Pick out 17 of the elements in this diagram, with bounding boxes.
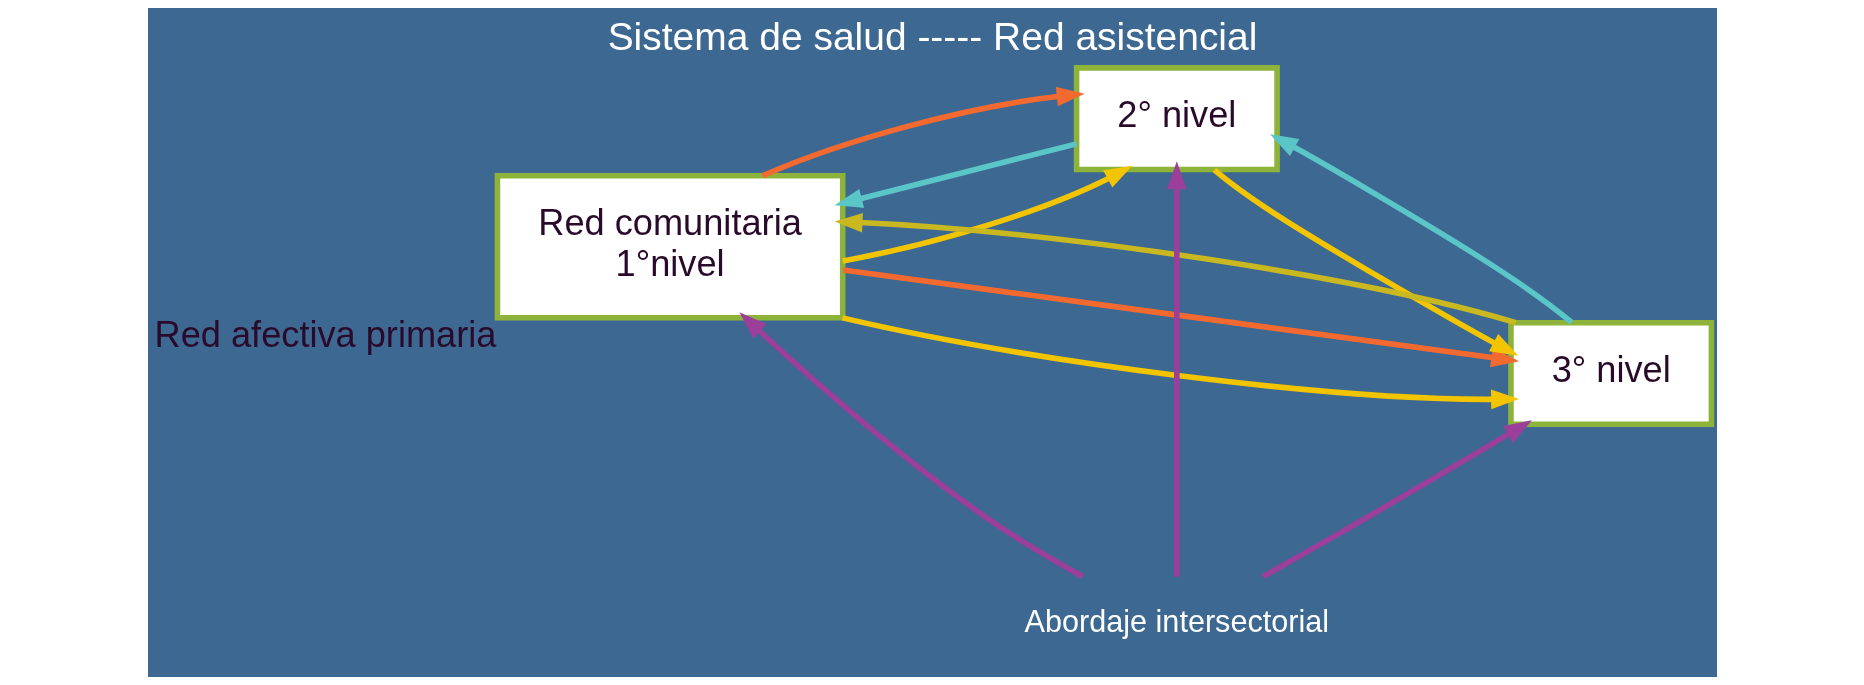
arrow <box>738 312 1084 579</box>
diagram-title: Sistema de salud ----- Red asistencial <box>607 15 1257 59</box>
arrow <box>834 141 1077 208</box>
arrow <box>834 212 1517 326</box>
arrow <box>1269 134 1573 325</box>
node-label: Red afectiva primaria <box>154 313 496 355</box>
node-box: Red comunitaria 1°nivel <box>494 173 845 321</box>
arrow <box>761 86 1085 179</box>
arrow <box>1212 167 1518 356</box>
node-text: Abordaje intersectorial <box>1024 603 1329 638</box>
arrow <box>841 315 1519 410</box>
arrow <box>841 165 1132 264</box>
node-box: 2° nivel <box>1073 65 1280 173</box>
arrow <box>1166 161 1187 577</box>
arrow <box>842 267 1519 368</box>
arrow <box>1261 420 1532 580</box>
node-box: 3° nivel <box>1507 319 1714 428</box>
